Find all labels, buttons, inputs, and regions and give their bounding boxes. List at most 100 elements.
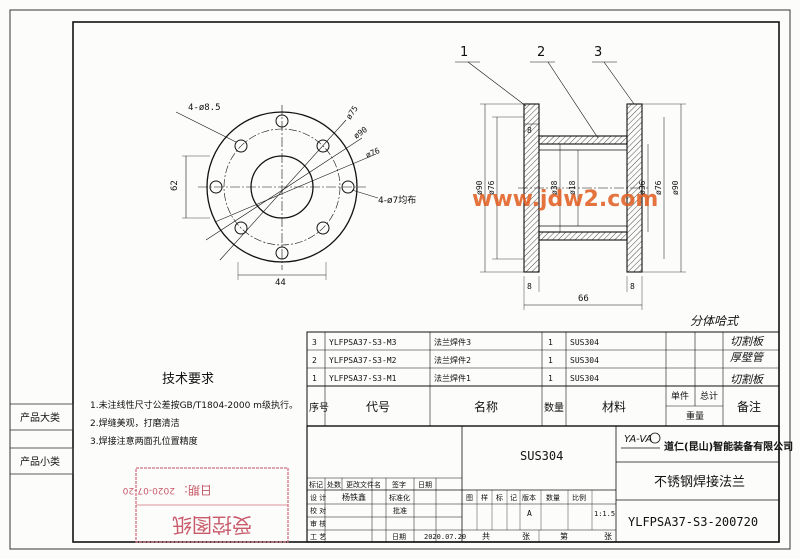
- checker-label: 校 对: [310, 506, 326, 515]
- product-big-label: 产品大类: [20, 411, 60, 424]
- bom-header: 序号 代号 名称 数量 材料 单件 总计 重量 备注: [309, 390, 761, 422]
- bom-header-seq: 序号: [309, 401, 329, 414]
- sheet-unit: 张: [522, 532, 530, 541]
- bom-header-unit: 单件: [671, 390, 689, 402]
- part-name: 不锈钢焊接法兰: [654, 474, 745, 490]
- dia75-label: ø75: [344, 104, 360, 121]
- dim-44: 44: [275, 278, 286, 288]
- holes-8-5-label: 4-ø8.5: [188, 103, 221, 113]
- bom-header-qty: 数量: [544, 401, 564, 414]
- balloon-2: 2: [537, 45, 545, 60]
- inner-border: [72, 21, 780, 543]
- tech-req-item-3: 3.焊接注意两面孔位置精度: [90, 435, 198, 447]
- balloon-1: 1: [460, 45, 468, 60]
- bom-header-material: 材料: [602, 400, 626, 414]
- version-value: A: [527, 509, 532, 518]
- product-small-label: 产品小类: [20, 455, 60, 468]
- dia76-label: ø76: [364, 146, 381, 160]
- dia90-label: ø90: [352, 125, 369, 141]
- dim-left-76: ø76: [487, 180, 496, 195]
- stage-col-scale: 比例: [572, 493, 586, 502]
- flange-front-view: [175, 105, 379, 280]
- date-value: 2020.07.20: [424, 533, 466, 541]
- bom-cell: 1: [548, 374, 553, 383]
- outer-border: [9, 9, 791, 550]
- bom-cell: 法兰焊件2: [434, 355, 471, 365]
- stage-col-qty: 数量: [546, 493, 560, 502]
- bom-header-weight: 重量: [686, 410, 704, 422]
- handwritten-note-3: 厚壁管: [730, 351, 765, 364]
- bom-cell: 1: [312, 374, 317, 383]
- title-block: [306, 425, 780, 543]
- company-logo: YA-VA: [621, 432, 661, 449]
- date-label: 日期: [392, 533, 406, 541]
- dim-inner-90: ø90: [671, 180, 680, 195]
- tech-req-item-1: 1.未注线性尺寸公差按GB/T1804-2000 m级执行。: [90, 399, 298, 411]
- bom-cell: 2: [312, 356, 317, 365]
- bom-header-code: 代号: [366, 400, 390, 414]
- dim-inner-18: ø18: [568, 180, 577, 195]
- balloon-3: 3: [594, 45, 602, 60]
- approve-label: 批准: [393, 506, 407, 515]
- dim-inner-38: ø38: [550, 180, 559, 195]
- logo-text: YA-VA: [624, 434, 653, 445]
- stage-col-1: 图: [466, 494, 473, 502]
- company-name: 道仁(昆山)智能装备有限公司: [664, 440, 793, 453]
- bom-cell: 1: [548, 338, 553, 347]
- holes-7-label: 4-ø7均布: [378, 194, 416, 206]
- bom-cell: SUS304: [570, 356, 599, 365]
- stage-col-2: 样: [481, 493, 488, 502]
- drawing-number: YLFPSA37-S3-200720: [628, 515, 758, 529]
- bom-cell: YLFPSA37-S3-M1: [329, 374, 397, 383]
- review-label: 审 核: [310, 519, 326, 528]
- handwritten-note-2: 切割板: [730, 335, 765, 348]
- sheet-unit-2: 张: [604, 532, 612, 541]
- rev-col-count: 处数: [327, 480, 341, 489]
- stage-col-version: 版本: [522, 493, 536, 502]
- dim-8-bottom-right: 8: [630, 282, 635, 291]
- bom-header-remark: 备注: [737, 399, 761, 414]
- bom-row-1: 1 YLFPSA37-S3-M1 法兰焊件1 1 SUS304: [312, 373, 599, 383]
- title-material: SUS304: [520, 449, 563, 463]
- dim-inner-76: ø76: [654, 180, 663, 195]
- dim-62: 62: [170, 180, 180, 191]
- bom-cell: 3: [312, 338, 317, 347]
- bom-cell: YLFPSA37-S3-M3: [329, 338, 397, 347]
- bom-row-2: 2 YLFPSA37-S3-M2 法兰焊件2 1 SUS304: [312, 355, 599, 365]
- dim-8-top: 8: [527, 126, 532, 135]
- handwritten-note-4: 切割板: [730, 373, 765, 386]
- scale-value: 1:1.5: [594, 510, 615, 518]
- sheet-no-label: 第: [560, 531, 568, 541]
- bom-cell: SUS304: [570, 374, 599, 383]
- stamp-date-label: 日期:: [184, 483, 212, 497]
- total-sheets-label: 共: [482, 532, 490, 541]
- bom-cell: 法兰焊件3: [434, 337, 471, 347]
- dim-inner-36: ø36: [638, 180, 647, 195]
- stage-col-3: 标: [496, 493, 503, 502]
- flange-section-view: [455, 61, 686, 310]
- dim-left-90: ø90: [475, 180, 484, 195]
- side-panel: 产品大类 产品小类: [9, 403, 74, 475]
- standardized-label: 标准化: [389, 493, 410, 502]
- bom-cell: 1: [548, 356, 553, 365]
- stamp-date: 2020-07-20: [122, 485, 175, 495]
- tech-req-title: 技术要求: [162, 372, 214, 387]
- rev-col-date: 日期: [418, 481, 432, 489]
- rev-col-file: 更改文件名: [346, 480, 381, 489]
- bom-row-3: 3 YLFPSA37-S3-M3 法兰焊件3 1 SUS304: [312, 337, 599, 347]
- bom-cell: YLFPSA37-S3-M2: [329, 356, 397, 365]
- gear-icon: [649, 432, 661, 444]
- designer-name: 杨铁鑫: [342, 492, 366, 502]
- handwritten-note-1: 分体哈式: [690, 314, 740, 328]
- stamp-main-text: 受控图纸: [172, 513, 252, 537]
- designer-label: 设 计: [310, 493, 326, 502]
- process-label: 工 艺: [310, 533, 326, 541]
- bom-header-name: 名称: [474, 399, 498, 414]
- controlled-stamp: 日期: 2020-07-20 受控图纸: [122, 467, 289, 543]
- tech-req-item-2: 2.焊缝美观，打磨清洁: [90, 417, 180, 429]
- dim-8-bottom-left: 8: [527, 282, 532, 291]
- bom-cell: SUS304: [570, 338, 599, 347]
- bom-header-total: 总计: [700, 390, 718, 402]
